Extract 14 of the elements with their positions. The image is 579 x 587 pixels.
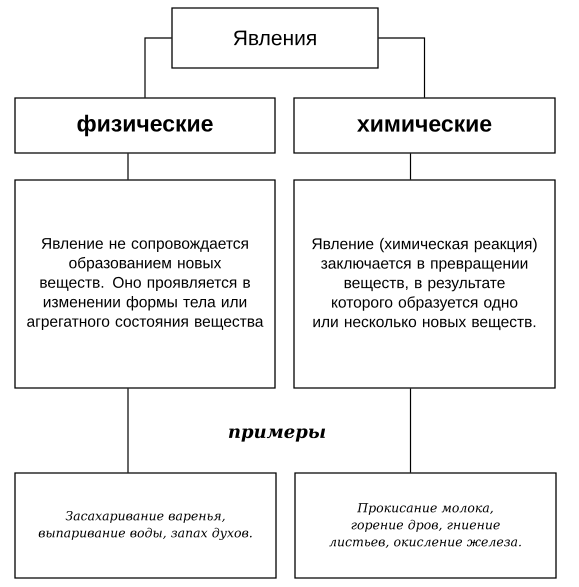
examples-box: Засахаривание варенья, выпаривание воды, запах духов.: [14, 472, 277, 579]
category-box: Явления: [171, 7, 379, 69]
section-label: примеры: [228, 428, 326, 442]
examples-box: Прокисание молока, горение дров, гниение листьев, окисление железа.: [294, 472, 557, 579]
connector-line: [410, 154, 412, 180]
description-box: Явление (химическая реакция) заключается в превращении веществ, в результате которого образуется одно или несколько новых веществ.: [293, 179, 556, 389]
connector-line: [144, 37, 172, 98]
connector-line: [127, 154, 129, 180]
description-box: Явление не сопровождается образованием новых веществ. Оно проявляется в изменении формы тела или агрегатного состояния вещества: [14, 179, 276, 389]
category-box: химические: [293, 97, 556, 154]
connector-line: [378, 37, 426, 98]
connector-line: [410, 388, 412, 472]
category-box: физические: [14, 97, 276, 154]
connector-line: [127, 388, 129, 472]
